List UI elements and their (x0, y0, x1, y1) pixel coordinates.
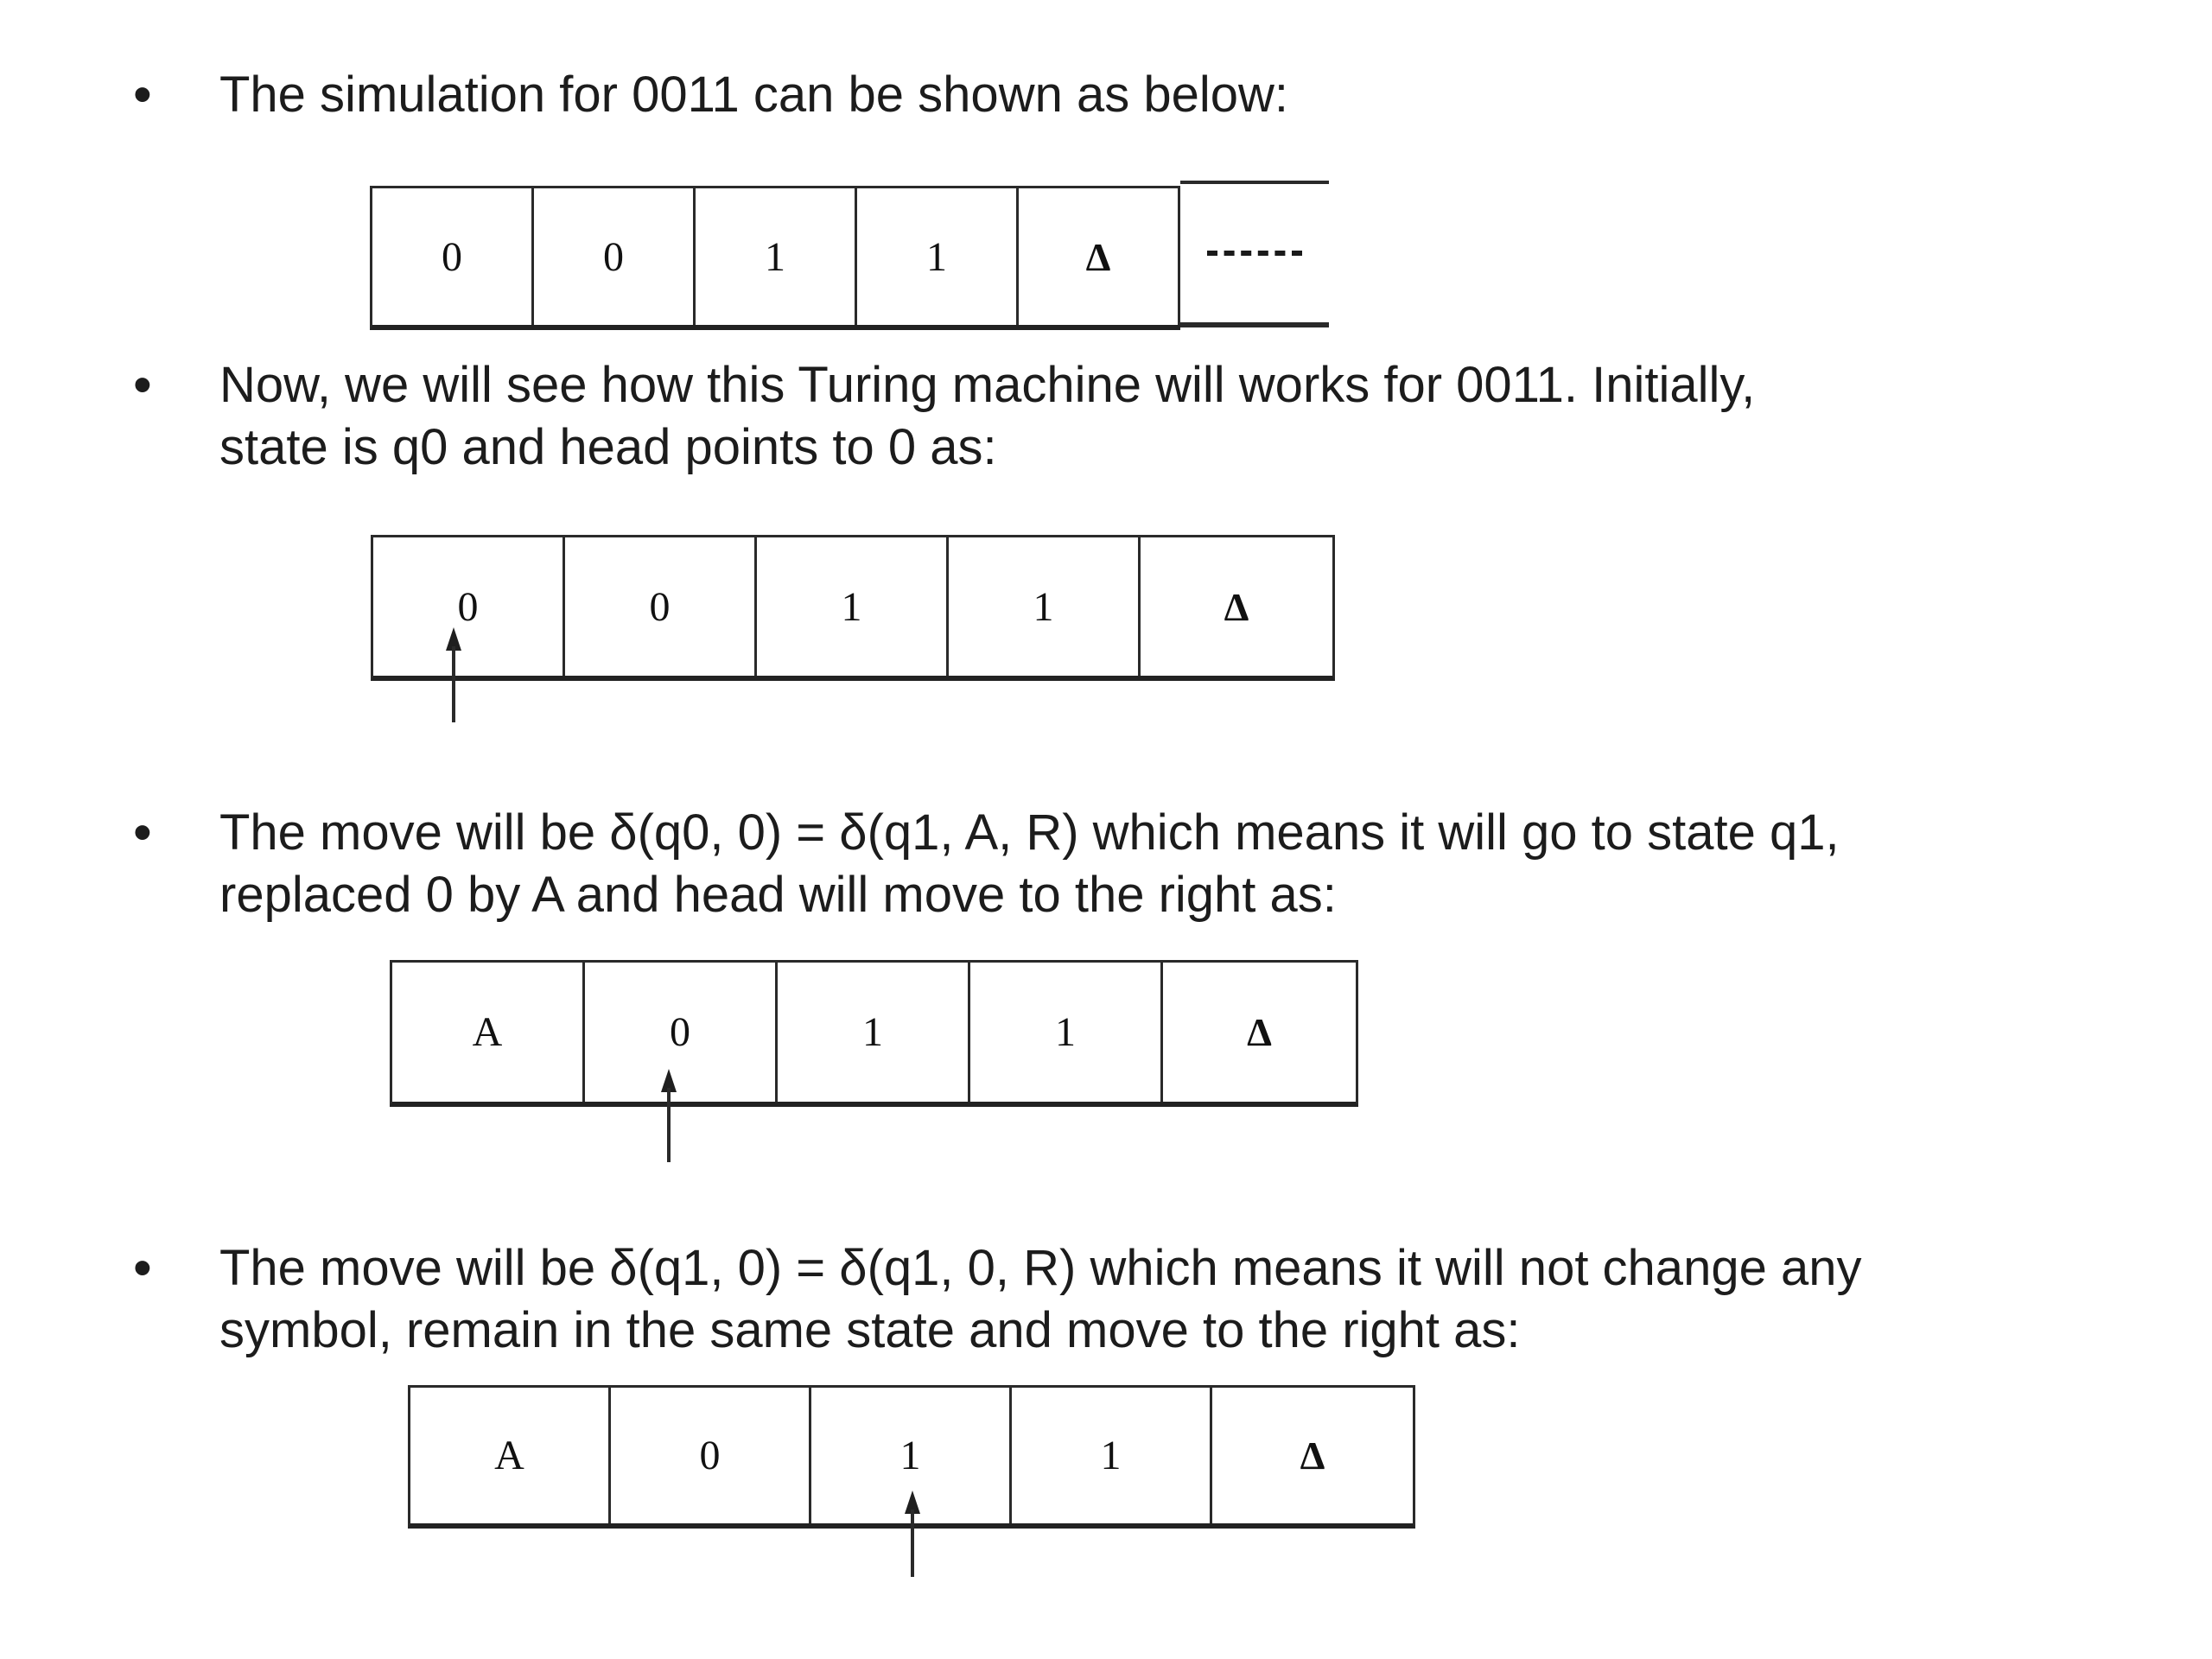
bullet-line: The move will be δ(q1, 0) = δ(q1, 0, R) … (219, 1240, 1862, 1296)
tape-cell: A (410, 1388, 611, 1523)
tape-cell: A (392, 963, 585, 1102)
tape-cell: 1 (811, 1388, 1012, 1523)
tape-row: 0 0 1 1 Δ (370, 186, 1180, 330)
bullet-item-1: • The simulation for 0011 can be shown a… (130, 64, 1288, 126)
bullet-dot-icon: • (133, 65, 152, 124)
bullet-text: The simulation for 0011 can be shown as … (219, 64, 1288, 126)
tape-figure-2: 0 0 1 1 Δ (371, 535, 1335, 722)
tape-cell: 1 (696, 188, 857, 325)
tape-cell: 1 (757, 537, 949, 676)
bullet-line: The simulation for 0011 can be shown as … (219, 67, 1288, 123)
tape-cell: 1 (778, 963, 970, 1102)
tape-cell: 0 (611, 1388, 811, 1523)
bullet-dot-icon: • (133, 355, 152, 415)
head-arrow-icon (661, 1069, 677, 1162)
bullet-dot-icon: • (133, 803, 152, 862)
tape-row: A 0 1 1 Δ (390, 960, 1358, 1107)
tape-cell: Δ (1019, 188, 1180, 325)
tape-row: 0 0 1 1 Δ (371, 535, 1335, 681)
tape-cell: Δ (1247, 1010, 1272, 1054)
tape-figure-3: A 0 1 1 Δ (390, 960, 1358, 1162)
tape-cell: 1 (949, 537, 1141, 676)
tape-cell: Δ (1224, 584, 1249, 629)
bullet-dot-icon: • (133, 1238, 152, 1298)
tape-cell: 1 (857, 188, 1019, 325)
tape-cell: 1 (970, 963, 1163, 1102)
head-arrow-icon (446, 627, 461, 722)
bullet-line: Now, we will see how this Turing machine… (219, 357, 1756, 413)
bullet-text: Now, we will see how this Turing machine… (219, 354, 1755, 479)
tape-figure-1: 0 0 1 1 Δ (370, 181, 1329, 330)
tape-cell: 0 (534, 188, 696, 325)
bullet-line: state is q0 and head points to 0 as: (219, 419, 997, 475)
tape-cell: 0 (565, 537, 757, 676)
bullet-line: The move will be δ(q0, 0) = δ(q1, A, R) … (219, 804, 1840, 861)
tape-cell: 0 (373, 537, 565, 676)
ellipsis-dashes-icon (1207, 251, 1302, 256)
tape-cell: 0 (372, 188, 534, 325)
bullet-item-3: • The move will be δ(q0, 0) = δ(q1, A, R… (130, 802, 1840, 926)
tape-figure-4: A 0 1 1 Δ (408, 1385, 1415, 1577)
bullet-line: symbol, remain in the same state and mov… (219, 1302, 1521, 1358)
bullet-line: replaced 0 by A and head will move to th… (219, 867, 1337, 923)
bullet-item-2: • Now, we will see how this Turing machi… (130, 354, 1755, 479)
tape-open-ended-cell (1180, 181, 1329, 327)
tape-cell: Δ (1300, 1433, 1325, 1478)
tape-cell: 1 (1012, 1388, 1212, 1523)
head-arrow-icon (905, 1491, 920, 1577)
bullet-item-4: • The move will be δ(q1, 0) = δ(q1, 0, R… (130, 1237, 1861, 1362)
tape-cell: 0 (585, 963, 778, 1102)
bullet-text: The move will be δ(q1, 0) = δ(q1, 0, R) … (219, 1237, 1861, 1362)
bullet-text: The move will be δ(q0, 0) = δ(q1, A, R) … (219, 802, 1840, 926)
